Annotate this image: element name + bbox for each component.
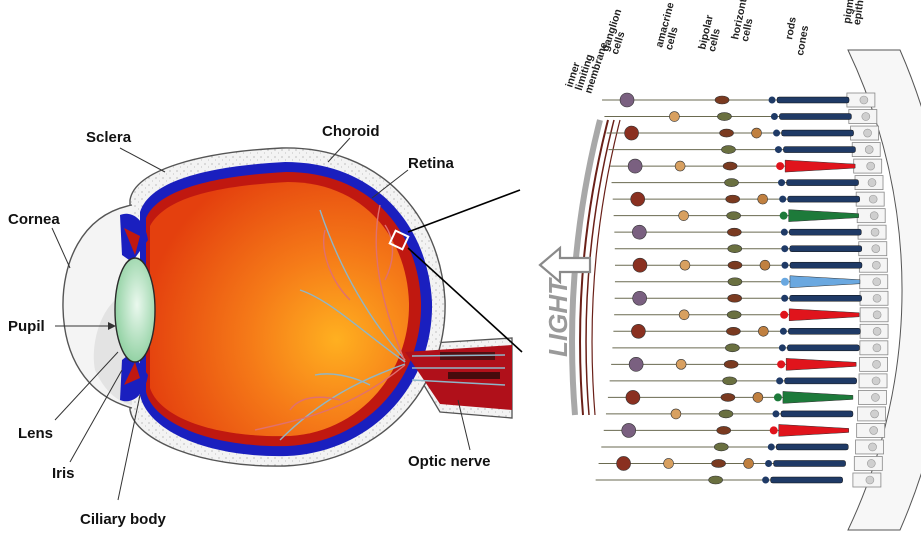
cell-column bbox=[598, 456, 846, 471]
lens-shape bbox=[114, 257, 156, 363]
retina-labels: inner limiting membrane ganglion cells a… bbox=[563, 0, 870, 95]
cell-column bbox=[613, 209, 859, 222]
cell-column bbox=[604, 111, 852, 122]
cell-column bbox=[614, 308, 860, 322]
cell-column bbox=[606, 125, 854, 141]
label-ganglion-cells: ganglion cells bbox=[599, 5, 634, 56]
vitreous-body bbox=[150, 182, 410, 437]
cell-column bbox=[614, 244, 863, 253]
cell-column bbox=[608, 145, 856, 154]
cell-column bbox=[603, 423, 849, 438]
label-bipolar-cells: bipolar cells bbox=[696, 11, 726, 53]
cell-column bbox=[602, 92, 850, 108]
retina-zoom-box bbox=[388, 229, 410, 251]
retinal-vessels bbox=[254, 204, 406, 441]
pigment-epithelium-band bbox=[847, 49, 921, 531]
label-cones: cones bbox=[794, 24, 811, 56]
eyeball bbox=[62, 147, 513, 467]
label-rods: rods bbox=[783, 16, 799, 41]
light-label: LIGHT bbox=[543, 277, 573, 357]
pigment-cells bbox=[846, 92, 889, 488]
cell-column bbox=[614, 257, 863, 273]
cell-column bbox=[614, 275, 861, 289]
cell-column bbox=[607, 390, 854, 405]
label-retina: Retina bbox=[408, 155, 455, 172]
label-sclera: Sclera bbox=[86, 129, 132, 146]
label-pigment-epithelium: pigment epithelium bbox=[841, 0, 870, 26]
zoom-line-bottom bbox=[407, 247, 523, 353]
cell-column bbox=[612, 343, 860, 353]
cell-column bbox=[601, 442, 849, 452]
cell-column bbox=[614, 290, 862, 306]
cell-column bbox=[614, 224, 862, 240]
zoom-line-top bbox=[407, 189, 521, 233]
cell-column bbox=[609, 376, 857, 386]
label-iris: Iris bbox=[52, 465, 75, 482]
cell-column bbox=[595, 475, 843, 485]
cell-column bbox=[611, 178, 859, 187]
cell-column bbox=[611, 357, 857, 372]
label-optic-nerve: Optic nerve bbox=[408, 453, 491, 470]
cell-column bbox=[605, 408, 854, 420]
retina-section: LIGHT inner limiting membrane ganglion c… bbox=[538, 0, 921, 531]
label-ciliary-body: Ciliary body bbox=[80, 511, 167, 528]
cell-column bbox=[610, 158, 856, 174]
light-arrow bbox=[538, 245, 592, 285]
label-amacrine-cells: amacrine cells bbox=[653, 0, 687, 51]
label-lens: Lens bbox=[18, 425, 53, 442]
retinal-cell-layers bbox=[595, 92, 863, 485]
label-choroid: Choroid bbox=[322, 123, 380, 140]
cell-column bbox=[612, 191, 860, 207]
label-horizontal-cells: horizontal cells bbox=[729, 0, 762, 43]
label-cornea: Cornea bbox=[8, 211, 60, 228]
label-pupil: Pupil bbox=[8, 318, 45, 335]
cell-column bbox=[613, 324, 861, 339]
